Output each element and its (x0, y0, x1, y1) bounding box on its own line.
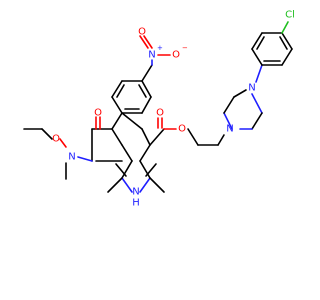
piperazine-ring (223, 64, 263, 130)
ester-oxygen-label: O (178, 124, 186, 135)
amide-group (23, 116, 101, 180)
ethoxy-oxygen-label: O (52, 134, 60, 145)
nitro-group (139, 35, 171, 66)
piperazine-nitrogen-2-label: N (248, 83, 255, 94)
nitro-nitrogen-label: N (148, 50, 155, 61)
amide-nitrogen-label: N (68, 152, 75, 163)
atom-labels: N + O O − N H N O O O O N N Cl (52, 10, 295, 209)
ester-carbonyl-oxygen-label: O (156, 108, 164, 119)
nitro-minus-label: − (182, 44, 188, 52)
nitro-plus-label: + (157, 44, 163, 52)
chemical-structure: N + O O − N H N O O O O N N Cl (23, 10, 295, 209)
nitro-oxygen-1-label: O (138, 27, 146, 38)
chlorine-label: Cl (285, 10, 295, 21)
ring-nh-nitrogen-label: N (132, 187, 139, 198)
nitro-oxygen-2-label: O (172, 50, 180, 61)
dihydropyridine-ring (91, 112, 165, 193)
amide-oxygen-label: O (94, 108, 102, 119)
nitrophenyl-ring (111, 64, 153, 114)
chlorophenyl-ring (251, 21, 293, 66)
ring-nh-hydrogen-label: H (132, 198, 140, 209)
piperazine-nitrogen-1-label: N (226, 124, 233, 135)
ester-chain (157, 117, 225, 146)
